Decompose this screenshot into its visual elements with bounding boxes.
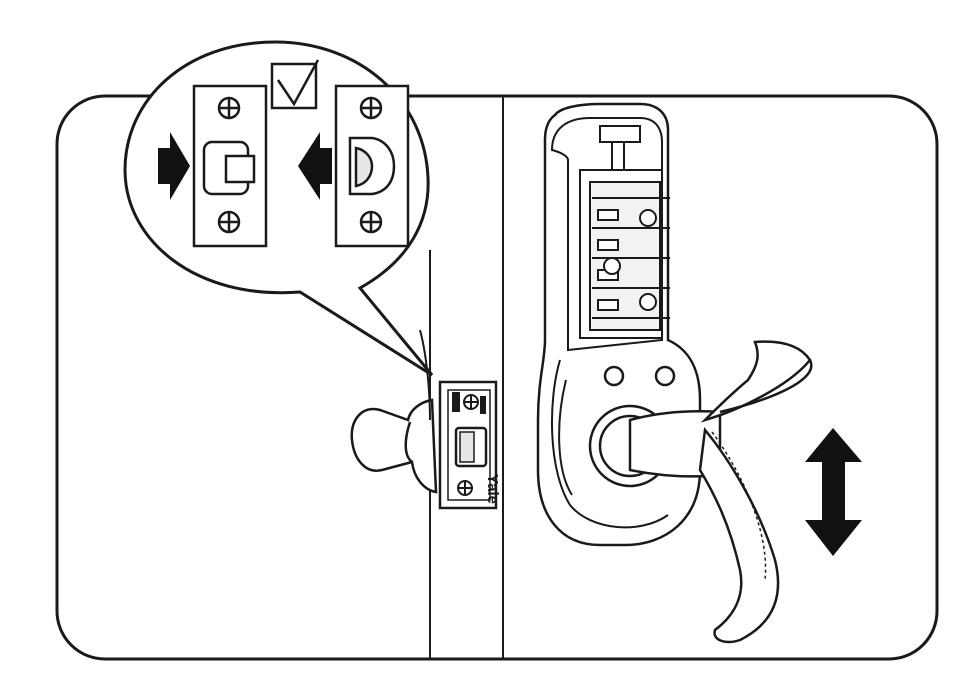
check-box [270, 59, 320, 110]
strike-plate-extended [192, 84, 268, 248]
screw-icon [217, 96, 241, 234]
screw-icon [359, 96, 383, 234]
battery-compartment [579, 125, 670, 339]
button-left [603, 365, 625, 387]
callout-bubble [123, 40, 434, 377]
arrow-right-icon [158, 132, 190, 200]
brand-logo: Yale [484, 474, 501, 504]
strike-plate: Yale [438, 380, 501, 510]
arrow-left-icon [298, 132, 332, 200]
lever-handle [628, 340, 813, 644]
check-mark-icon [276, 59, 320, 107]
screw-icon [457, 394, 479, 496]
up-down-arrow-icon [805, 428, 862, 556]
button-right [654, 365, 676, 387]
inside-knob [350, 329, 438, 494]
strike-plate-retracted [334, 84, 410, 248]
